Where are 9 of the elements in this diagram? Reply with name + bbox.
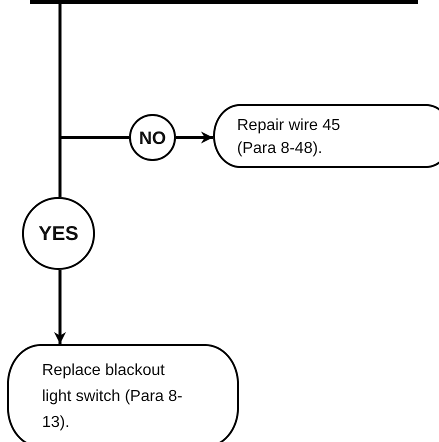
connector-line: [54, 270, 66, 344]
decision-label: NO: [139, 128, 166, 146]
terminal-box: [213, 104, 439, 168]
decision-label: YES: [38, 224, 79, 244]
terminal-box: [7, 344, 239, 442]
decision-circle: [129, 114, 176, 161]
step-text: Repair wire 45 (Para 8-48).: [237, 116, 342, 159]
step-text: Replace blackout light switch (Para 8-13).: [42, 361, 184, 433]
connector-line: [176, 132, 213, 144]
